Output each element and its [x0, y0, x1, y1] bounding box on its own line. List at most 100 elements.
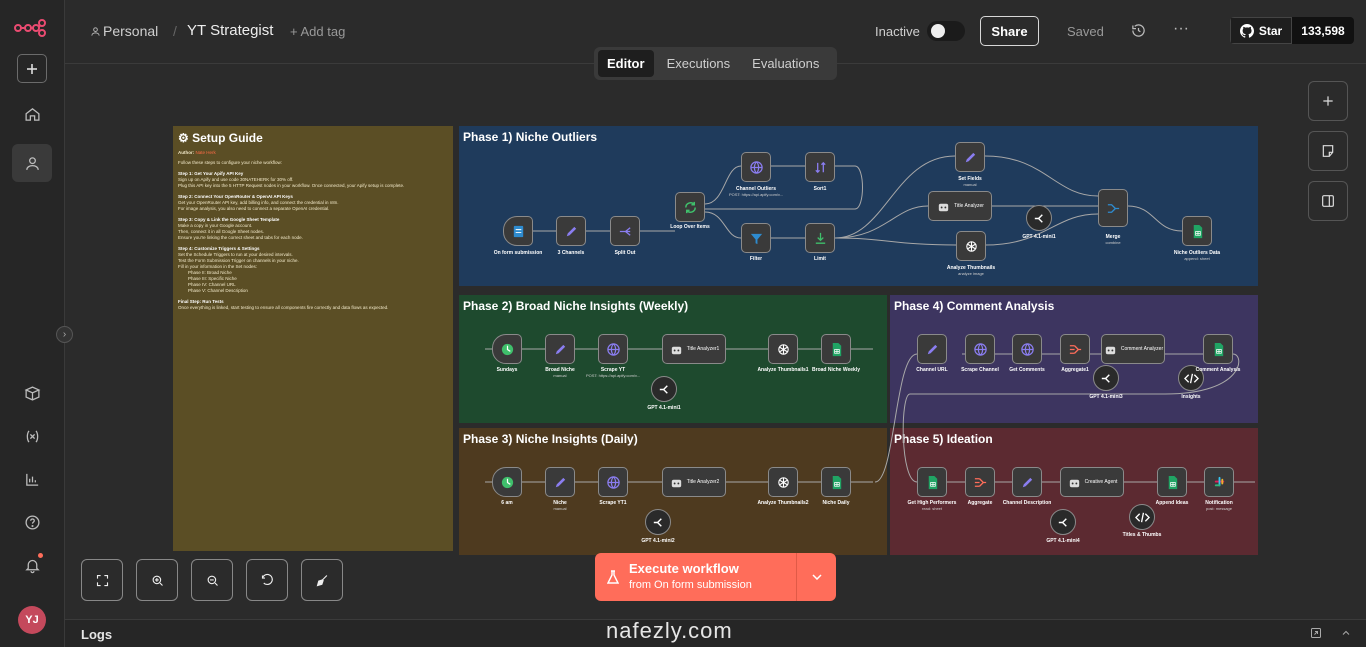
guide-step4-title: Step 4: Customize Triggers & Settings [178, 246, 260, 251]
set-fields-node[interactable] [955, 142, 985, 172]
aggregate-node[interactable] [965, 467, 995, 497]
channel-description-node[interactable] [1012, 467, 1042, 497]
analyze-thumbnails-node[interactable] [956, 231, 986, 261]
append-ideas-node[interactable] [1157, 467, 1187, 497]
loop-node[interactable] [675, 192, 705, 222]
pencil-icon [566, 226, 576, 236]
split-out-node[interactable] [610, 216, 640, 246]
add-node-button[interactable] [1308, 81, 1348, 121]
niche-node[interactable] [545, 467, 575, 497]
broad-niche-node[interactable] [545, 334, 575, 364]
analyze-thumbnails2-label: Analyze Thumbnails2 [757, 500, 809, 506]
notification-node[interactable] [1204, 467, 1234, 497]
more-options-icon[interactable]: ··· [1173, 20, 1189, 37]
github-star-widget[interactable]: Star 133,598 [1230, 17, 1354, 44]
execute-main[interactable]: Execute workflow from On form submission [595, 553, 796, 601]
comment-analysis-node[interactable] [1203, 334, 1233, 364]
limit-node[interactable] [805, 223, 835, 253]
on-form-node[interactable] [503, 216, 533, 246]
sundays-node[interactable] [492, 334, 522, 364]
creative-agent-node[interactable]: Creative Agent [1060, 467, 1124, 497]
reset-zoom-button[interactable] [246, 559, 288, 601]
get-high-performers-node[interactable] [917, 467, 947, 497]
execute-dropdown-button[interactable] [796, 553, 836, 601]
collapse-sidebar-button[interactable]: › [56, 326, 73, 343]
aggregate1-node[interactable] [1060, 334, 1090, 364]
globe-icon [606, 342, 620, 356]
phase2-note[interactable]: Phase 2) Broad Niche Insights (Weekly) [459, 295, 887, 423]
openai-icon [777, 343, 789, 355]
gpt-mini4-node[interactable] [1050, 509, 1076, 535]
workflow-name[interactable]: YT Strategist [187, 22, 274, 39]
history-icon[interactable] [1131, 23, 1146, 38]
add-tag-button[interactable]: + Add tag [290, 24, 346, 39]
tab-editor[interactable]: Editor [598, 50, 654, 77]
scrape-yt1-node[interactable] [598, 467, 628, 497]
guide-step3-l3: Ensure you're linking the correct sheet … [178, 235, 303, 240]
home-button[interactable] [12, 95, 52, 133]
help-button[interactable] [12, 503, 52, 541]
guide-step2-l2: For image analysis, you also need to con… [178, 206, 330, 211]
chevron-up-icon[interactable] [1340, 627, 1352, 639]
creative-agent-label: Creative Agent [1084, 479, 1118, 485]
channel-url-node[interactable] [917, 334, 947, 364]
merge-node[interactable] [1098, 189, 1128, 227]
six-am-node[interactable] [492, 467, 522, 497]
tab-evaluations[interactable]: Evaluations [752, 56, 820, 71]
title-analyzer-node[interactable]: Title Analyzer [928, 191, 992, 221]
title-analyzer1-node[interactable]: Title Analyzer1 [662, 334, 726, 364]
templates-button[interactable] [12, 374, 52, 412]
logs-panel[interactable]: Logs [65, 619, 1366, 647]
workspace-breadcrumb[interactable]: Personal [103, 23, 159, 39]
insights-button[interactable] [12, 460, 52, 498]
create-new-button[interactable] [17, 54, 47, 83]
fit-view-button[interactable] [81, 559, 123, 601]
analyze-thumbnails2-node[interactable] [768, 467, 798, 497]
popout-icon[interactable] [1310, 627, 1322, 639]
github-star-button[interactable]: Star [1230, 17, 1292, 44]
gpt-mini1-node[interactable] [651, 376, 677, 402]
workflow-canvas[interactable]: ⚙ Setup Guide Author: Nate Herk Follow t… [65, 64, 1366, 619]
tab-executions[interactable]: Executions [666, 56, 731, 71]
gpt-mini2-node[interactable] [645, 509, 671, 535]
setup-guide-note[interactable]: ⚙ Setup Guide Author: Nate Herk Follow t… [173, 126, 453, 551]
scrape-channel-label: Scrape Channel [961, 367, 999, 373]
pencil-icon [1022, 477, 1032, 487]
personal-button[interactable] [12, 144, 52, 182]
niche-outliers-data-node[interactable] [1182, 216, 1212, 246]
guide-author-label: Author: [178, 150, 195, 155]
tidy-up-button[interactable] [301, 559, 343, 601]
breadcrumb-separator: / [173, 23, 177, 39]
variables-button[interactable] [12, 417, 52, 455]
sort1-node[interactable] [805, 152, 835, 182]
niche-daily-node[interactable] [821, 467, 851, 497]
execute-workflow-button[interactable]: Execute workflow from On form submission [595, 553, 836, 601]
active-toggle[interactable] [927, 21, 965, 41]
filter-node[interactable] [741, 223, 771, 253]
broad-niche-weekly-node[interactable] [821, 334, 851, 364]
three-channels-label: 3 Channels [557, 250, 585, 256]
scrape-yt-node[interactable] [598, 334, 628, 364]
analyze-thumbnails1-node[interactable] [768, 334, 798, 364]
channel-outliers-node[interactable] [741, 152, 771, 182]
n8n-logo-icon[interactable] [14, 18, 46, 38]
avatar[interactable]: YJ [18, 606, 46, 634]
toggle-panel-button[interactable] [1308, 181, 1348, 221]
zoom-in-button[interactable] [136, 559, 178, 601]
gpt-mini3-node[interactable] [1093, 365, 1119, 391]
share-button[interactable]: Share [980, 16, 1039, 46]
get-comments-node[interactable] [1012, 334, 1042, 364]
gpt-mini-node[interactable] [1026, 205, 1052, 231]
comment-analyzer-node[interactable]: Comment Analyzer [1101, 334, 1165, 364]
filter-label: Filter [749, 256, 763, 262]
add-sticky-button[interactable] [1308, 131, 1348, 171]
title-analyzer2-node[interactable]: Title Analyzer2 [662, 467, 726, 497]
scrape-channel-node[interactable] [965, 334, 995, 364]
notifications-button[interactable] [12, 546, 52, 584]
zoom-out-button[interactable] [191, 559, 233, 601]
titles-thumbs-node[interactable] [1129, 504, 1155, 530]
three-channels-node[interactable] [556, 216, 586, 246]
insights-node[interactable] [1178, 365, 1204, 391]
